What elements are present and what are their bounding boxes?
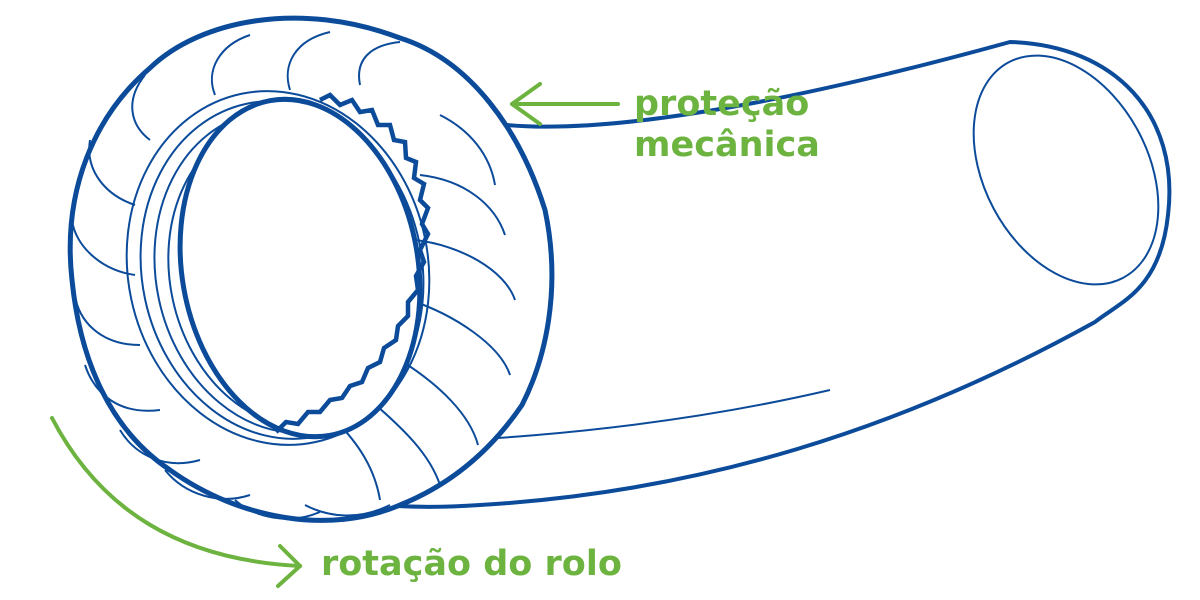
roll-rotation-label: rotação do rolo — [321, 544, 622, 584]
mechanical-protection-line-2: mecânica — [634, 125, 820, 165]
braid-lines — [71, 31, 516, 520]
mechanical-protection-label: proteção mecânica — [634, 84, 820, 166]
mechanical-protection-line-1: proteção — [634, 84, 810, 124]
mechanical-protection-arrow — [510, 82, 620, 126]
roll-rotation-arrow — [50, 416, 302, 588]
tube-end-opening — [972, 54, 1160, 286]
corrugated-inner-edge — [274, 92, 431, 434]
roll-inner-opening — [177, 96, 423, 440]
